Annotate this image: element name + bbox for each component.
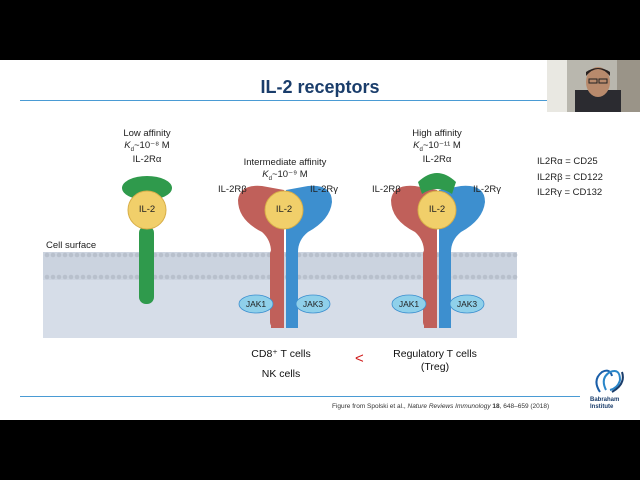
il2ra-stalk [139, 226, 154, 304]
legend-item: IL2Rβ = CD122 [537, 171, 603, 183]
babraham-logo-text: Babraham Institute [590, 397, 620, 410]
babraham-logo-icon [595, 369, 624, 393]
il2-label: IL-2 [275, 204, 293, 215]
il2-label: IL-2 [138, 204, 156, 215]
jak1-kinase [391, 294, 427, 314]
nk-cells-label: NK cells [261, 368, 301, 380]
presenter-video-icon [547, 60, 640, 112]
figure-citation: Figure from Spolski et al., Nature Revie… [332, 403, 550, 410]
less-than-symbol: < [355, 350, 364, 367]
il2rg-label: IL-2Rγ [473, 184, 501, 195]
il2rb-label: IL-2Rβ [218, 184, 247, 195]
intermediate-affinity-kd: Kd~10⁻⁹ M [262, 169, 308, 182]
il2-ligand [417, 190, 457, 230]
slide-title: IL-2 receptors [260, 77, 380, 97]
receptor-low-affinity [122, 176, 172, 304]
jak1-label: JAK1 [245, 299, 267, 309]
il2rb-label: IL-2Rβ [372, 184, 401, 195]
il2ra-label: IL-2Rα [132, 154, 162, 165]
jak1-kinase [238, 294, 274, 314]
jak3-kinase [295, 294, 331, 314]
jak3-label: JAK3 [456, 299, 478, 309]
low-affinity-label: Low affinity [123, 128, 171, 139]
jak3-kinase [449, 294, 485, 314]
slide: IL-2 receptors [0, 60, 640, 420]
il2ra-chain [418, 173, 456, 194]
intermediate-affinity-label: Intermediate affinity [243, 157, 327, 168]
il2-label: IL-2 [428, 204, 446, 215]
footer-divider [20, 396, 580, 397]
receptor-intermediate-affinity [238, 185, 332, 328]
title-divider [20, 100, 620, 101]
legend-item: IL2Rγ = CD132 [537, 187, 603, 198]
il2rg-label: IL-2Rγ [310, 184, 338, 195]
jak3-label: JAK3 [302, 299, 324, 309]
cell-surface-label: Cell surface [46, 240, 97, 251]
subunit-cd-legend: IL2Rα = CD25 IL2Rβ = CD122 IL2Rγ = CD132 [537, 154, 603, 201]
high-affinity-kd: Kd~10⁻¹¹ M [413, 140, 461, 153]
jak1-label: JAK1 [398, 299, 420, 309]
high-affinity-label: High affinity [412, 128, 462, 139]
il2-receptor-diagram [43, 173, 518, 338]
il2ra-label: IL-2Rα [422, 154, 452, 165]
low-affinity-kd: Kd~10⁻⁸ M [124, 140, 170, 153]
cd8-t-cells-label: CD8⁺ T cells [251, 348, 311, 360]
treg-abbrev-label: (Treg) [420, 361, 450, 373]
il2-ligand [127, 190, 167, 230]
legend-item: IL2Rα = CD25 [537, 156, 598, 167]
il2-ligand [264, 190, 304, 230]
il2ra-cap [122, 176, 172, 200]
treg-cells-label: Regulatory T cells [393, 348, 477, 360]
webcam-thumbnail [547, 60, 640, 112]
receptor-high-affinity [391, 173, 485, 328]
